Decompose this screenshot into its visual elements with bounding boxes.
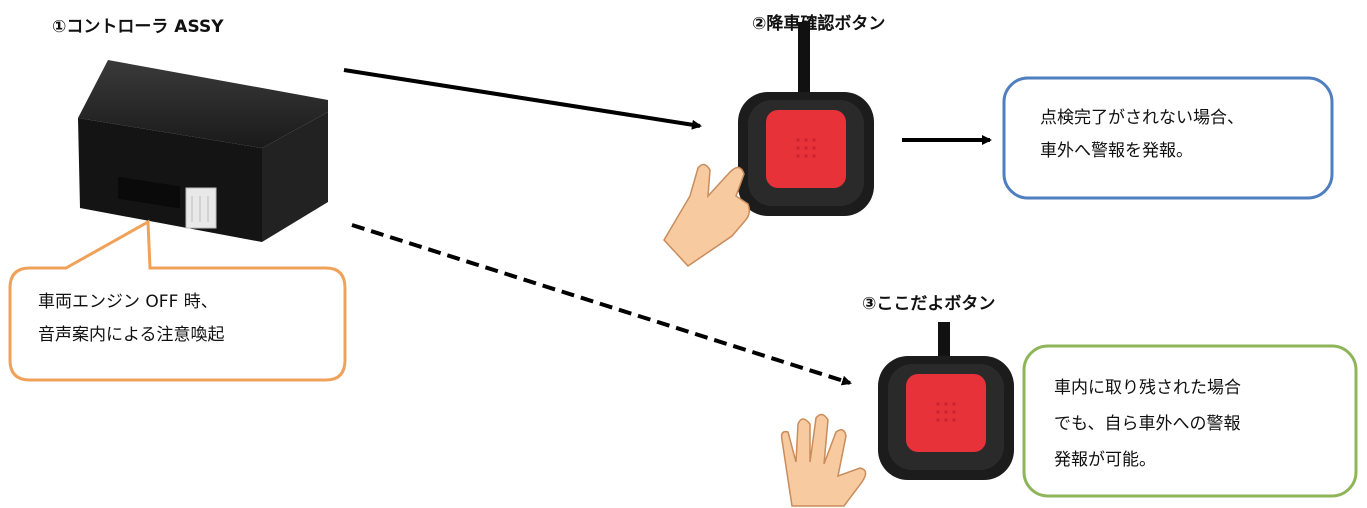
here-note: 車内に取り残された場合 でも、自ら車外への警報 発報が可能。 xyxy=(1054,370,1241,478)
dashed-arrow-controller-to-here xyxy=(351,223,852,386)
controller-note-line-2: 音声案内による注意喚起 xyxy=(38,325,225,345)
alight-note-line-2: 車外へ警報を発報。 xyxy=(1040,141,1193,161)
here-note-line-3: 発報が可能。 xyxy=(1054,450,1156,470)
here-button-image xyxy=(878,322,1014,480)
here-note-line-1: 車内に取り残された場合 xyxy=(1054,378,1241,398)
open-hand-icon xyxy=(780,413,867,507)
solid-arrow-controller-to-alight xyxy=(343,68,702,130)
controller-note: 車両エンジン OFF 時、 音声案内による注意喚起 xyxy=(38,286,225,352)
controller-note-line-1: 車両エンジン OFF 時、 xyxy=(38,292,218,312)
controller-image xyxy=(78,60,328,242)
alight-note: 点検完了がされない場合、 車外へ警報を発報。 xyxy=(1040,102,1244,168)
alight-button-image xyxy=(738,22,874,216)
alight-button-label: ②降車確認ボタン xyxy=(752,14,886,34)
controller-callout xyxy=(8,219,347,382)
here-note-line-2: でも、自ら車外への警報 xyxy=(1054,414,1241,434)
here-button-label: ③ここだよボタン xyxy=(862,294,996,314)
alight-note-line-1: 点検完了がされない場合、 xyxy=(1040,108,1244,128)
here-note-box xyxy=(1022,344,1358,498)
alight-note-box xyxy=(1002,76,1334,200)
controller-label: ①コントローラ ASSY xyxy=(52,17,224,37)
pointing-hand-icon xyxy=(663,163,751,267)
